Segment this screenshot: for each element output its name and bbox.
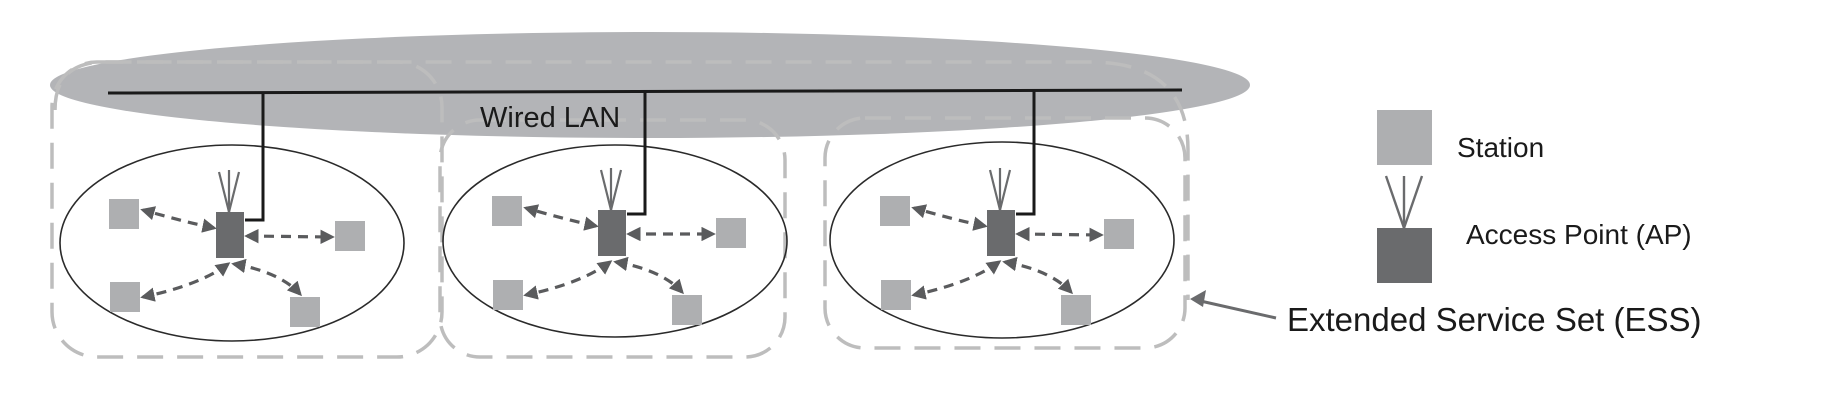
ap-uplink-wire [245, 93, 265, 222]
ap-uplink-wire [627, 92, 647, 216]
legend-station-label: Station [1457, 132, 1544, 163]
bss-boundary-3 [823, 116, 1187, 350]
station [290, 297, 320, 327]
ess-label: Extended Service Set (ESS) [1287, 301, 1702, 338]
bss-1 [59, 93, 405, 342]
station [881, 280, 911, 310]
station [716, 218, 746, 248]
legend-access-point-icon [1377, 228, 1432, 283]
station [880, 196, 910, 226]
legend-antenna-icon [1384, 175, 1424, 229]
antenna-icon [599, 168, 623, 211]
wireless-links [140, 206, 335, 302]
access-point [987, 210, 1015, 256]
station [492, 196, 522, 226]
bss-ellipse [442, 144, 788, 338]
station [335, 221, 365, 251]
station [109, 199, 139, 229]
bss-2 [442, 92, 788, 338]
legend-station-icon [1377, 110, 1432, 165]
ap-uplink-wire [1016, 91, 1036, 216]
station [1104, 219, 1134, 249]
access-point [216, 212, 244, 258]
ess-boundary [53, 60, 1190, 300]
bss-boundary-2 [438, 118, 787, 359]
legend: Station Access Point (AP) [1377, 110, 1692, 283]
legend-ap-label: Access Point (AP) [1466, 219, 1692, 250]
bss-3 [829, 91, 1175, 339]
ess-pointer [1190, 290, 1277, 320]
wired-lan-cloud [50, 32, 1250, 138]
station [672, 295, 702, 325]
wired-lan-label: Wired LAN [480, 102, 620, 134]
bss-ellipse [829, 141, 1175, 339]
bss-ellipse [59, 144, 405, 342]
antenna-icon [988, 168, 1012, 211]
wired-lan-line [107, 88, 1183, 95]
station [110, 282, 140, 312]
wireless-links [523, 204, 716, 300]
station [493, 280, 523, 310]
dashed-boundaries [50, 60, 1190, 359]
antenna-icon [217, 170, 241, 213]
wireless-links [911, 204, 1104, 300]
station [1061, 295, 1091, 325]
access-point [598, 210, 626, 256]
